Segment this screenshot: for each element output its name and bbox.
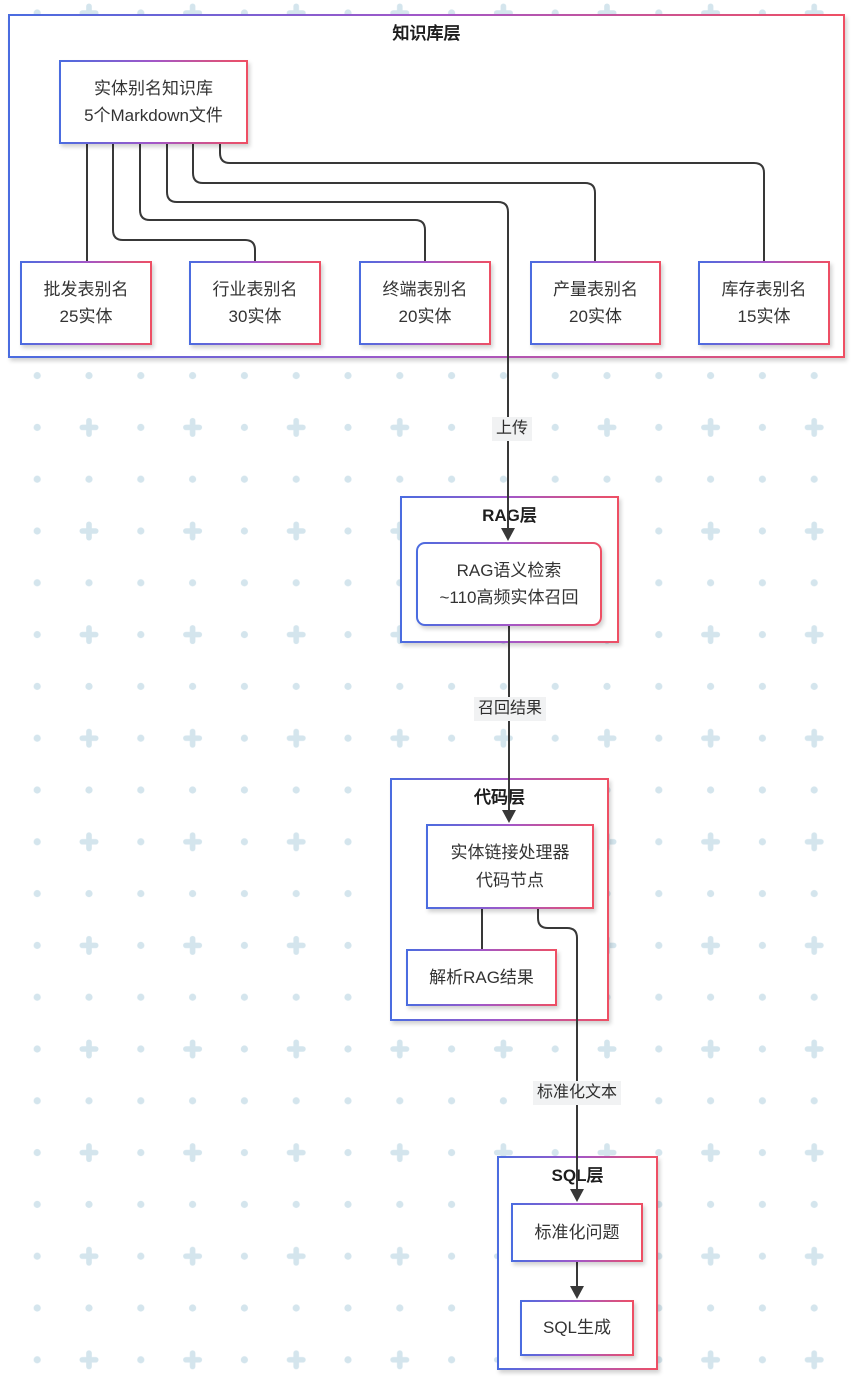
sql-layer-title: SQL层 xyxy=(551,1166,604,1185)
industry-alias-box[interactable]: 行业表别名 30实体 xyxy=(189,261,321,345)
parse-rag-result-box[interactable]: 解析RAG结果 xyxy=(406,949,557,1006)
terminal-alias-line1: 终端表别名 xyxy=(382,279,468,299)
industry-alias-line2: 30实体 xyxy=(228,307,282,326)
entity-linker-line1: 实体链接处理器 xyxy=(450,843,570,863)
sql-generation-label: SQL生成 xyxy=(542,1318,612,1338)
normalized-text-edge-label: 标准化文本 xyxy=(532,1081,622,1105)
rag-search-line2: ~110高频实体召回 xyxy=(439,588,579,607)
wholesale-alias-box[interactable]: 批发表别名 25实体 xyxy=(20,261,152,345)
normalized-question-label: 标准化问题 xyxy=(534,1222,620,1242)
wholesale-alias-line1: 批发表别名 xyxy=(43,279,129,299)
production-alias-box[interactable]: 产量表别名 20实体 xyxy=(530,261,661,345)
normalized-question-box[interactable]: 标准化问题 xyxy=(511,1203,643,1262)
upload-edge-label: 上传 xyxy=(491,417,533,441)
production-alias-line1: 产量表别名 xyxy=(553,279,638,299)
inventory-alias-line1: 库存表别名 xyxy=(721,279,807,299)
rag-search-line1: RAG语义检索 xyxy=(456,560,562,580)
knowledge-layer-title: 知识库层 xyxy=(392,24,461,43)
production-alias-line2: 20实体 xyxy=(569,307,622,326)
entity-linker-box[interactable]: 实体链接处理器 代码节点 xyxy=(426,824,594,909)
rag-search-box[interactable]: RAG语义检索 ~110高频实体召回 xyxy=(416,542,602,626)
terminal-alias-box[interactable]: 终端表别名 20实体 xyxy=(359,261,491,345)
inventory-alias-line2: 15实体 xyxy=(737,307,791,326)
entity-linker-line2: 代码节点 xyxy=(476,870,544,890)
wholesale-alias-line2: 25实体 xyxy=(59,307,113,326)
parse-rag-result-label: 解析RAG结果 xyxy=(429,967,534,987)
sql-generation-box[interactable]: SQL生成 xyxy=(520,1300,634,1356)
terminal-alias-line2: 20实体 xyxy=(398,307,452,326)
code-layer-title: 代码层 xyxy=(474,788,525,807)
rag-layer-title: RAG层 xyxy=(482,506,537,525)
entity-alias-kb-line2: 5个Markdown文件 xyxy=(84,106,223,125)
entity-alias-kb-box[interactable]: 实体别名知识库 5个Markdown文件 xyxy=(59,60,248,144)
entity-alias-kb-line1: 实体别名知识库 xyxy=(94,78,213,98)
industry-alias-line1: 行业表别名 xyxy=(212,279,298,299)
inventory-alias-box[interactable]: 库存表别名 15实体 xyxy=(698,261,830,345)
recall-result-edge-label: 召回结果 xyxy=(473,697,547,721)
